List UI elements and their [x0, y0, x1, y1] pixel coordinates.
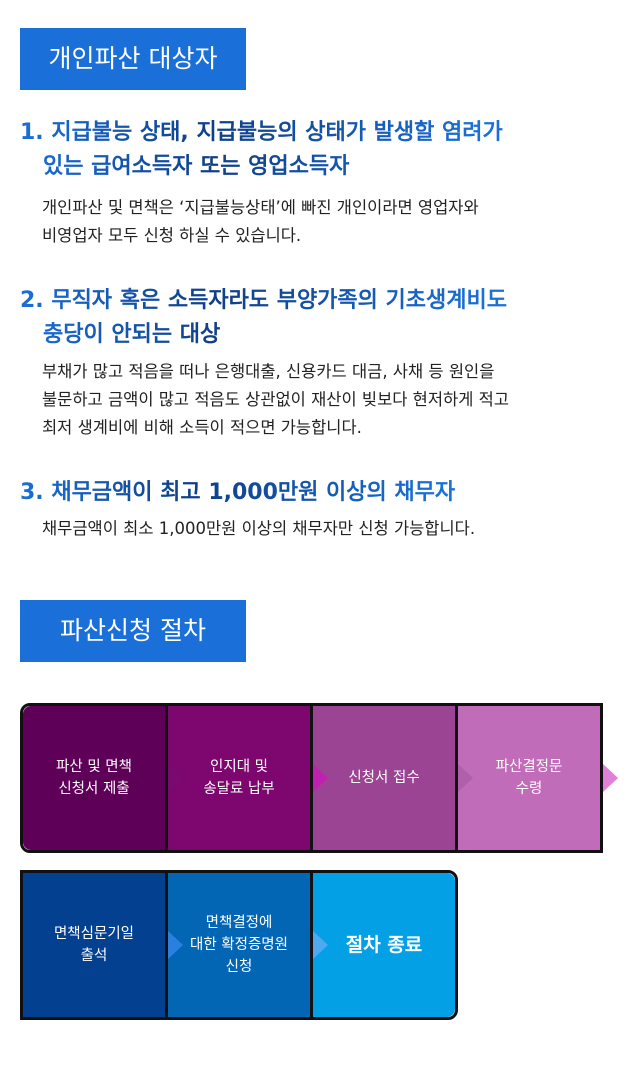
chevron-right-icon [458, 764, 473, 792]
step-label: 파산 및 면책 [56, 759, 132, 775]
heading-line: 2. 무직자 혹은 소득자라도 부양가족의 기초생계비도 [20, 288, 508, 313]
chevron-right-icon [603, 764, 618, 792]
item-2-heading: 2. 무직자 혹은 소득자라도 부양가족의 기초생계비도 충당이 안되는 대상 [20, 284, 507, 352]
section-title-eligibility: 개인파산 대상자 [20, 28, 246, 90]
chevron-right-icon [168, 764, 183, 792]
step-label: 송달료 납부 [203, 781, 275, 797]
step-label: 절차 종료 [345, 934, 423, 956]
heading-line: 1. 지급불능 상태, 지급불능의 상태가 발생할 염려가 [20, 120, 503, 145]
chevron-right-icon [168, 931, 183, 959]
heading-line: 3. 채무금액이 최고 1,000만원 이상의 채무자 [20, 480, 456, 505]
item-3-text: 채무금액이 최소 1,000만원 이상의 채무자만 신청 가능합니다. [42, 515, 475, 543]
step-label: 파산결정문 [495, 759, 563, 775]
item-1-heading: 1. 지급불능 상태, 지급불능의 상태가 발생할 염려가 있는 급여소득자 또… [20, 116, 503, 184]
step-label: 인지대 및 [210, 759, 268, 775]
heading-line: 충당이 안되는 대상 [43, 322, 221, 347]
step-label: 신청서 제출 [58, 781, 130, 797]
step-label: 수령 [515, 781, 543, 797]
chevron-right-icon [313, 931, 328, 959]
step-label: 대한 확정증명원 [190, 937, 288, 953]
text-line: 부채가 많고 적음을 떠나 은행대출, 신용카드 대금, 사채 등 원인을 [42, 362, 495, 381]
step-label: 면책결정에 [205, 915, 273, 931]
text-line: 불문하고 금액이 많고 적음도 상관없이 재산이 빚보다 현저하게 적고 [42, 390, 509, 409]
step-7-end: 절차 종료 [313, 873, 455, 1017]
item-1-text: 개인파산 및 면책은 ‘지급불능상태’에 빠진 개인이라면 영업자와 비영업자 … [42, 194, 479, 250]
step-label: 면책심문기일 [53, 926, 135, 942]
text-line: 채무금액이 최소 1,000만원 이상의 채무자만 신청 가능합니다. [42, 519, 476, 538]
step-label: 신청서 접수 [348, 770, 420, 786]
step-label: 신청 [225, 959, 253, 975]
item-2-text: 부채가 많고 적음을 떠나 은행대출, 신용카드 대금, 사채 등 원인을 불문… [42, 358, 509, 442]
text-line: 비영업자 모두 신청 하실 수 있습니다. [42, 226, 302, 245]
chevron-right-icon [313, 764, 328, 792]
item-3-heading: 3. 채무금액이 최고 1,000만원 이상의 채무자 [20, 476, 455, 510]
section-title-procedure: 파산신청 절차 [20, 600, 246, 662]
text-line: 개인파산 및 면책은 ‘지급불능상태’에 빠진 개인이라면 영업자와 [42, 198, 479, 217]
heading-line: 있는 급여소득자 또는 영업소득자 [43, 154, 350, 179]
text-line: 최저 생계비에 비해 소득이 적으면 가능합니다. [42, 418, 362, 437]
step-label: 출석 [80, 948, 108, 964]
step-3: 신청서 접수 [313, 706, 473, 850]
